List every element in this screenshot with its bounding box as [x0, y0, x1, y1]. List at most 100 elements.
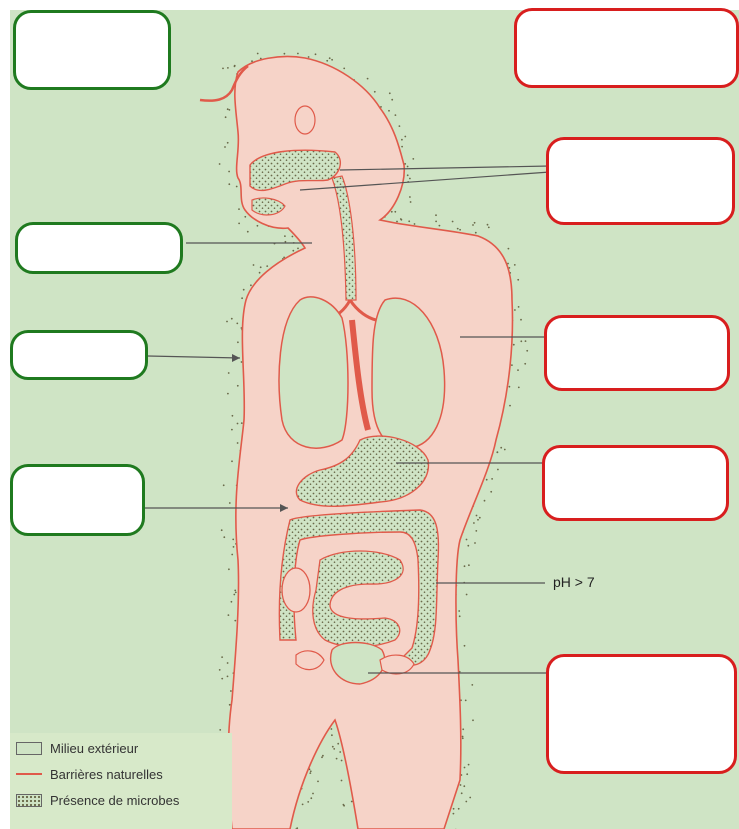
answer-box-left-3[interactable] [10, 330, 148, 380]
microbe-dot [459, 615, 461, 617]
answer-box-right-2[interactable] [546, 137, 735, 225]
microbe-dot [468, 564, 470, 566]
microbe-dot [409, 196, 411, 198]
microbe-dot [243, 289, 245, 291]
answer-box-right-1[interactable] [514, 8, 739, 88]
microbe-dot [234, 65, 236, 67]
microbe-dot [513, 344, 515, 346]
microbe-dot [475, 232, 477, 234]
microbe-dot [315, 53, 317, 55]
microbe-dot [374, 91, 376, 93]
microbe-dot [469, 797, 471, 799]
legend-item-barrieres: Barrières naturelles [16, 765, 163, 783]
microbe-dot [236, 323, 238, 325]
microbe-dot [233, 546, 235, 548]
microbe-dot [395, 114, 397, 116]
microbe-dot [462, 728, 464, 730]
microbe-dot [228, 372, 230, 374]
microbe-dot [526, 350, 528, 352]
legend-label: Milieu extérieur [50, 741, 138, 756]
microbe-dot [474, 222, 476, 224]
microbe-dot [219, 729, 221, 731]
microbe-dot [297, 53, 299, 55]
microbe-dot [514, 309, 516, 311]
microbe-dot [464, 565, 466, 567]
microbe-dot [231, 554, 233, 556]
microbe-dot [458, 610, 460, 612]
microbe-dot [410, 201, 412, 203]
microbe-dot [227, 393, 229, 395]
microbe-dot [231, 460, 233, 462]
answer-box-left-4[interactable] [10, 464, 145, 536]
microbe-dot [400, 218, 402, 220]
microbe-dot [439, 225, 441, 227]
microbe-dot [464, 645, 466, 647]
answer-box-left-2[interactable] [15, 222, 183, 274]
legend-swatch-dots [16, 794, 42, 807]
microbe-dot [471, 684, 473, 686]
microbe-dot [336, 758, 338, 760]
microbe-dot [460, 784, 462, 786]
microbe-dot [234, 590, 236, 592]
microbe-dot [228, 614, 230, 616]
left-lung [279, 297, 348, 448]
microbe-dot [331, 59, 333, 61]
answer-box-right-5[interactable] [546, 654, 737, 774]
microbe-dot [343, 804, 345, 806]
microbe-dot [453, 813, 455, 815]
microbe-dot [509, 386, 511, 388]
microbe-dot [227, 142, 229, 144]
microbe-dot [504, 449, 506, 451]
microbe-dot [457, 228, 459, 230]
microbe-dot [227, 676, 229, 678]
microbe-dot [231, 318, 233, 320]
microbe-dot [228, 183, 230, 185]
microbe-dot [491, 478, 493, 480]
microbe-dot [462, 737, 464, 739]
microbe-dot [238, 223, 240, 225]
microbe-dot [407, 174, 409, 176]
microbe-dot [226, 321, 228, 323]
microbe-dot [468, 764, 470, 766]
microbe-dot [292, 250, 294, 252]
microbe-dot [229, 704, 231, 706]
microbe-dot [408, 220, 410, 222]
microbe-dot [337, 743, 339, 745]
microbe-dot [343, 68, 345, 70]
microbe-dot [463, 785, 465, 787]
microbe-dot [518, 306, 520, 308]
ph-annotation: pH > 7 [553, 574, 595, 590]
microbe-dot [237, 423, 239, 425]
microbe-dot [475, 530, 477, 532]
legend-label: Barrières naturelles [50, 767, 163, 782]
microbe-dot [221, 656, 223, 658]
microbe-dot [524, 363, 526, 365]
microbe-dot [473, 522, 475, 524]
microbe-dot [435, 214, 437, 216]
answer-box-right-3[interactable] [544, 315, 730, 391]
microbe-dot [341, 760, 343, 762]
microbe-dot [401, 146, 403, 148]
microbe-dot [231, 429, 233, 431]
microbe-dot [404, 136, 406, 138]
microbe-dot [312, 793, 314, 795]
microbe-dot [309, 772, 311, 774]
microbe-dot [227, 67, 229, 69]
answer-box-right-4[interactable] [542, 445, 729, 521]
microbe-dot [367, 78, 369, 80]
microbe-dot [497, 469, 499, 471]
microbe-dot [237, 442, 239, 444]
answer-box-left-1[interactable] [13, 10, 171, 90]
microbe-dot [462, 736, 464, 738]
microbe-dot [486, 479, 488, 481]
microbe-dot [233, 594, 235, 596]
microbe-dot [391, 211, 393, 213]
microbe-dot [219, 669, 221, 671]
microbe-dot [389, 92, 391, 94]
microbe-dot [466, 773, 468, 775]
microbe-dot [452, 221, 454, 223]
microbe-dot [394, 211, 396, 213]
microbe-dot [222, 68, 224, 70]
microbe-dot [253, 264, 255, 266]
